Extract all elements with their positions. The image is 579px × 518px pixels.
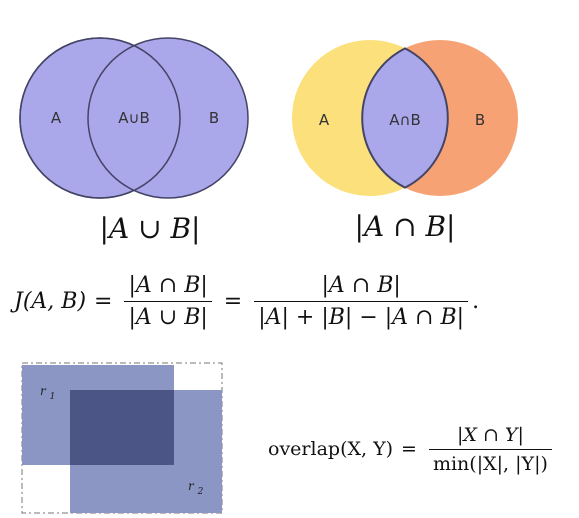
- jaccard-fraction-1: |A ∩ B| |A ∪ B|: [124, 272, 212, 330]
- union-circle-b: [87, 37, 249, 199]
- jaccard-lhs: J(A, B): [14, 288, 87, 314]
- union-circle-a-outline: [19, 37, 181, 199]
- jaccard-frac1-denominator: |A ∪ B|: [124, 300, 212, 330]
- rectangle-overlap-diagram: r 1 r 2: [21, 362, 223, 514]
- jaccard-end-period: .: [472, 288, 480, 314]
- union-label-center: A∪B: [118, 109, 150, 127]
- overlap-formula: overlap(X, Y) = |X ∩ Y| min(|X|, |Y|): [268, 418, 556, 480]
- intersection-venn-diagram: A A∩B B: [292, 40, 518, 196]
- intersection-label-center: A∩B: [389, 111, 421, 129]
- jaccard-eq1: =: [94, 288, 113, 314]
- jaccard-frac2-denominator: |A| + |B| − |A ∩ B|: [254, 300, 469, 330]
- intersection-label-b: B: [475, 111, 485, 129]
- jaccard-formula: J(A, B) = |A ∩ B| |A ∪ B| = |A ∩ B| |A| …: [14, 268, 479, 334]
- intersection-label-a: A: [319, 111, 330, 129]
- overlap-eq: =: [401, 438, 417, 460]
- intersection-overlap-region: [362, 40, 448, 196]
- jaccard-frac2-numerator: |A ∩ B|: [321, 272, 401, 298]
- union-caption: |A ∪ B|: [99, 212, 201, 245]
- rect-label-r2: r 2: [188, 479, 204, 497]
- jaccard-frac1-numerator: |A ∩ B|: [128, 272, 208, 298]
- intersection-overlap-outline: [361, 47, 449, 189]
- union-label-b: B: [209, 109, 219, 127]
- union-label-a: A: [51, 109, 62, 127]
- rect-label-r1: r 1: [40, 384, 55, 402]
- union-venn-diagram: A A∪B B: [19, 37, 249, 199]
- overlap-lhs: overlap(X, Y): [268, 438, 394, 460]
- rect-overlap-region: [70, 390, 174, 465]
- intersection-caption: |A ∩ B|: [354, 210, 456, 243]
- jaccard-fraction-2: |A ∩ B| |A| + |B| − |A ∩ B|: [254, 272, 469, 330]
- overlap-fraction: |X ∩ Y| min(|X|, |Y|): [428, 423, 552, 475]
- overlap-denominator: min(|X|, |Y|): [428, 448, 552, 475]
- jaccard-eq2: =: [223, 288, 243, 314]
- overlap-numerator: |X ∩ Y|: [456, 423, 524, 446]
